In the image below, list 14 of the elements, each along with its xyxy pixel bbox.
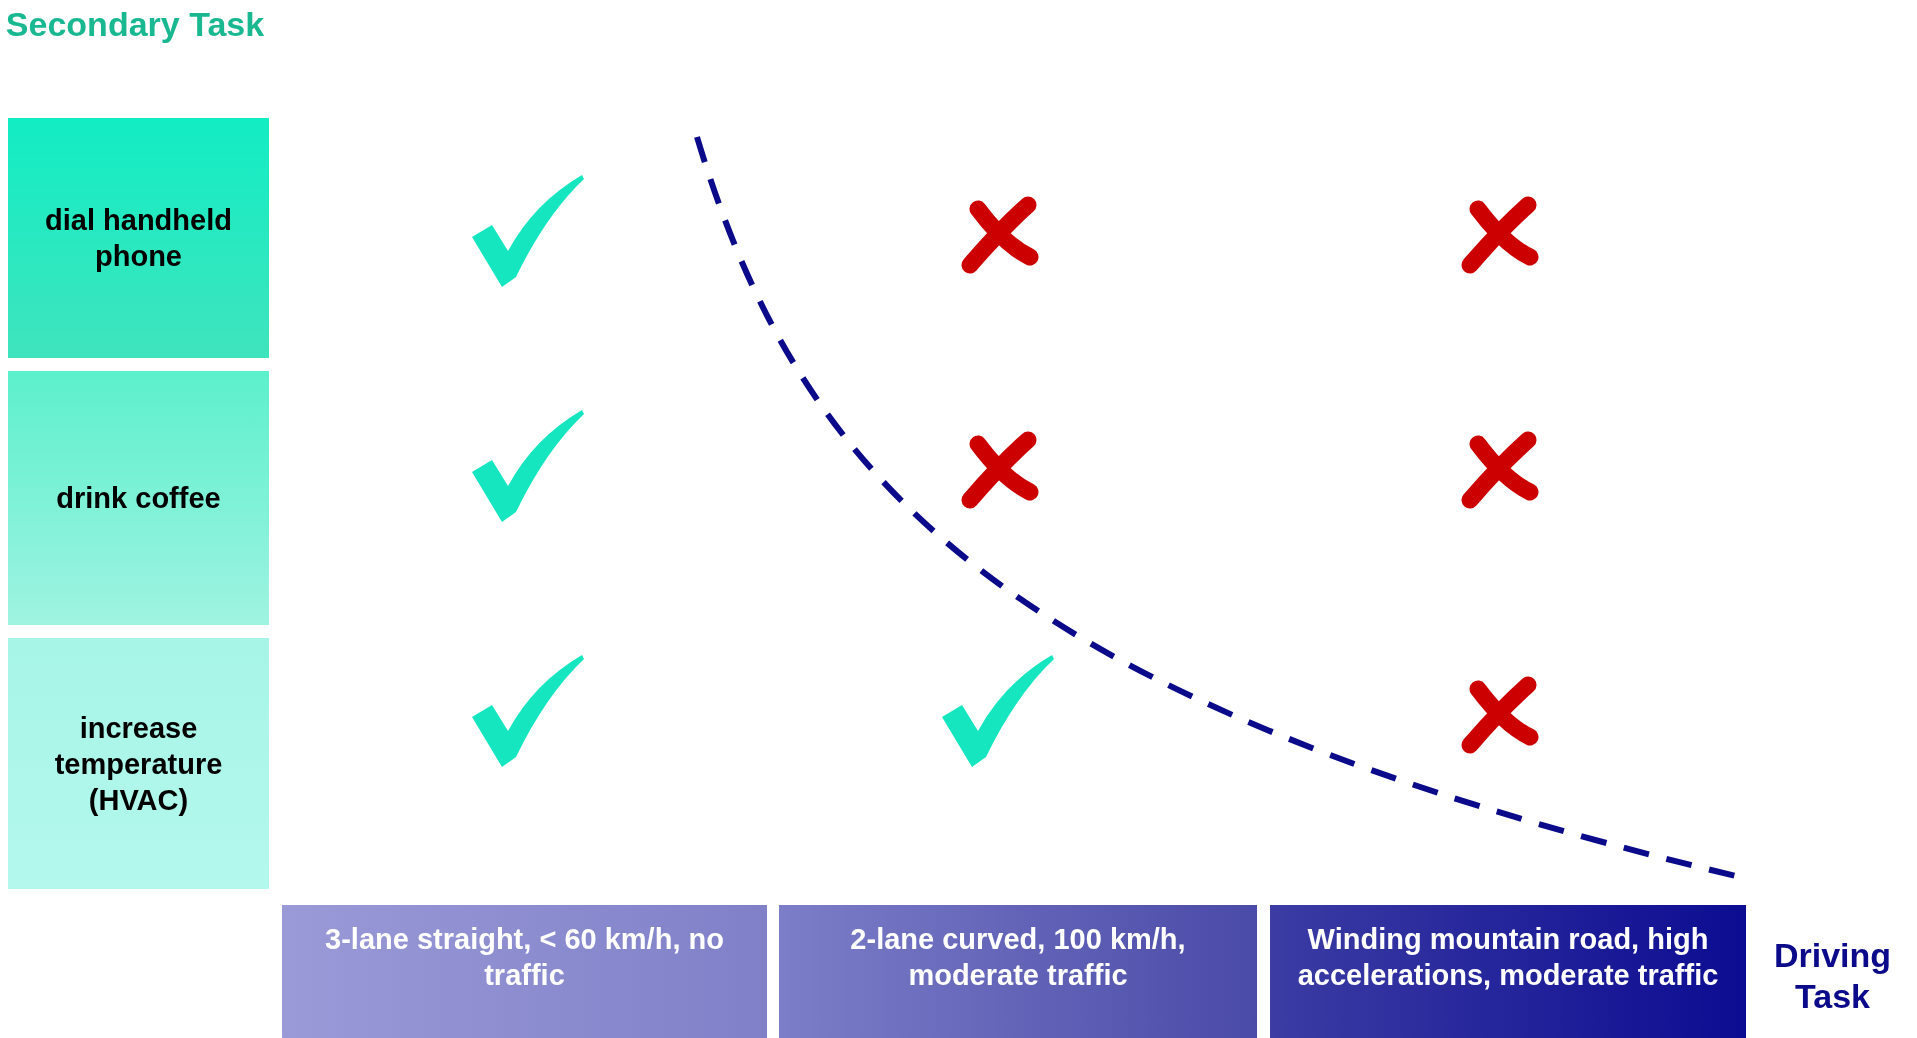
row-label: increase temperature (HVAC) [53, 710, 224, 818]
task-row-header [8, 371, 269, 625]
column-label: 2-lane curved, 100 km/h, moderate traffic [849, 922, 1187, 993]
task-row-header [8, 638, 269, 889]
axis-title: Secondary Task [4, 4, 266, 45]
driving-condition-header [282, 905, 767, 1038]
column-label: 3-lane straight, < 60 km/h, no traffic [324, 922, 725, 993]
row-label: dial handheld phone [44, 203, 233, 274]
axis-title: Driving Task [1772, 935, 1893, 1017]
driving-condition-header [1270, 905, 1746, 1038]
driving-condition-header [779, 905, 1257, 1038]
row-label: drink coffee [55, 481, 222, 516]
column-label: Winding mountain road, high accelerations, moderate traffic [1296, 922, 1720, 993]
task-row-header [8, 118, 269, 358]
